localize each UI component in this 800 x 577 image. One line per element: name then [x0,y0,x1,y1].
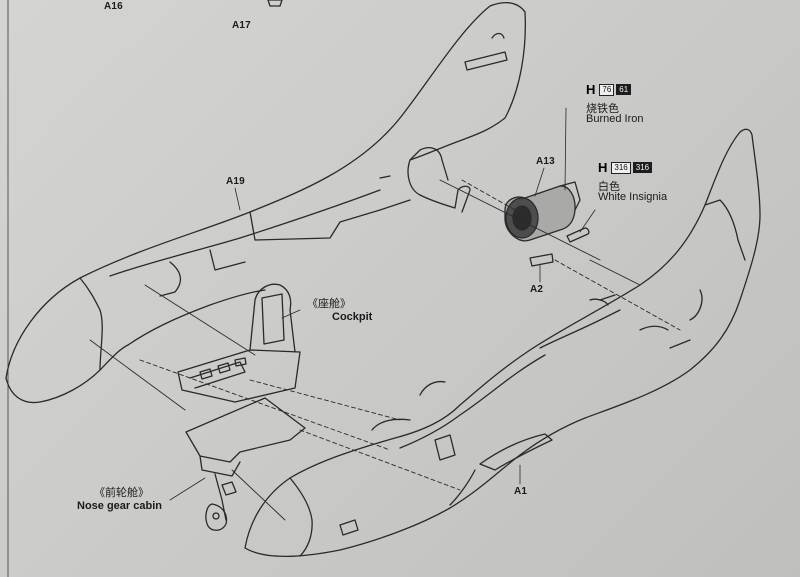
fuselage-half-a19 [5,1,526,404]
paint-code-secondary: 61 [616,84,632,95]
leader-white [579,209,596,233]
fuselage-half-a1 [244,128,761,558]
leader-cockpit [281,309,301,319]
label-a13: A13 [536,156,555,167]
paint-name-en-white-insignia: White Insignia [598,191,668,203]
paint-prefix: H [586,82,596,97]
paint-code-secondary: 316 [632,162,653,173]
label-a16: A16 [104,1,123,12]
paint-name-cn-burned-iron: 烧铁色 [586,102,619,115]
leader-burned-iron [564,107,567,191]
paint-name-cn-white-insignia: 白色 [598,180,620,193]
paint-prefix: H [598,160,608,175]
assembly-line-1 [89,339,186,411]
guide-line-cockpit [249,379,401,421]
label-a19: A19 [226,176,245,187]
exhaust-part-a13 [504,181,581,242]
label-a2: A2 [530,284,544,295]
small-part-a2 [529,227,590,267]
nose-gear-cabin-part [185,397,306,531]
callout-nose-gear-cn: 《前轮舱》 [94,486,149,499]
leader-nose-gear [169,477,206,501]
paint-chip-white-insignia: H 316 316 [598,160,653,175]
assembly-line-2 [144,284,256,356]
label-a1: A1 [514,486,528,497]
callout-nose-gear-en: Nose gear cabin [77,500,162,512]
paint-code-primary: 316 [611,161,631,174]
paint-chip-burned-iron: H 76 61 [586,82,632,97]
guide-line-a2 [554,259,681,331]
part-a17-shape [267,0,283,7]
callout-cockpit-cn: 《座舱》 [307,297,351,310]
leader-a13 [534,167,545,197]
assembly-line-3 [439,179,601,261]
assembly-line-4 [589,259,641,286]
guide-line-gear [299,429,461,491]
paint-name-en-burned-iron: Burned Iron [586,113,644,125]
leader-a19 [234,187,241,211]
cockpit-tub-part [177,283,301,403]
label-a17: A17 [232,20,251,31]
guide-line-exhaust [461,179,516,211]
callout-cockpit-en: Cockpit [332,311,373,323]
paint-code-primary: 76 [599,83,615,96]
assembly-line-5 [231,469,286,521]
guide-line-nose [139,359,391,451]
